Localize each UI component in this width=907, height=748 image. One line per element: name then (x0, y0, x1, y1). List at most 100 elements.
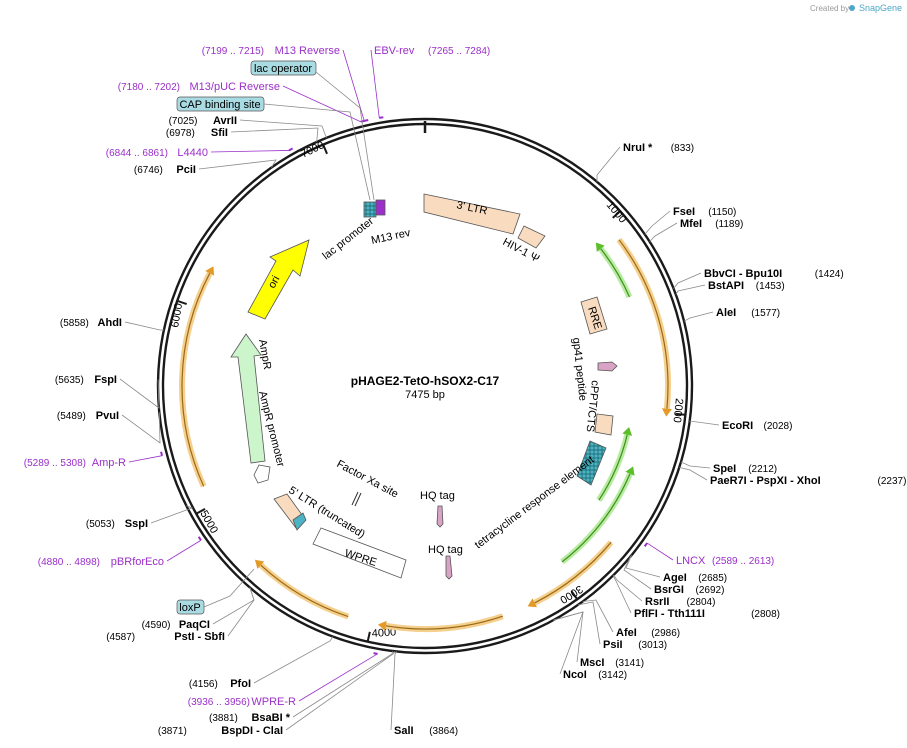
site-name: SspI (125, 518, 148, 530)
site-rsrii: RsrII(2804) (613, 574, 715, 608)
feature-hq-tag-1 (436, 505, 444, 528)
site-name: AgeI (663, 572, 687, 584)
primer-range: (7180 .. 7202) (118, 82, 180, 93)
boxed-feature-lac-operator: lac operator (250, 60, 317, 76)
credit-brand: SnapGene (859, 3, 902, 13)
head-orf3 (527, 598, 538, 608)
site-name: BspDI - ClaI (221, 725, 283, 737)
primer-lncx: LNCX(2589 .. 2613) (643, 542, 774, 567)
label-tre: tetracycline response element (473, 454, 597, 552)
site-name: PstI - SbfI (174, 631, 225, 643)
site-position: (5858) (60, 318, 89, 329)
label-lac-promoter: lac promoter (320, 215, 376, 262)
site-pcii: PciI(6746) (134, 159, 277, 176)
site-leader (623, 556, 652, 590)
site-position: (3142) (598, 670, 627, 681)
orf-green-upper (598, 246, 633, 299)
label-cppt: cPPT/CTS (584, 380, 601, 433)
site-name: SpeI (713, 463, 736, 475)
site-position: (1424) (815, 269, 844, 280)
orf-green-lower-core (561, 473, 631, 563)
site-name: EcoRI (722, 420, 753, 432)
plasmid-length: 7475 bp (405, 389, 445, 401)
site-name: PciI (176, 164, 196, 176)
site-name: BbvCI - Bpu10I (704, 268, 782, 280)
site-psii: PsiI(3013) (577, 601, 667, 651)
site-ecori: EcoRI (2028) (689, 420, 793, 432)
orf-green-lower (560, 472, 633, 565)
primer-l4440: L4440(6844 .. 6861) (106, 147, 294, 159)
site-position: (833) (671, 143, 694, 154)
orf-green-upper-core (600, 248, 630, 298)
site-position: (2237) (878, 476, 907, 487)
site-position: (2808) (751, 609, 780, 620)
site-nrui: NruI *(833) (596, 142, 694, 182)
orf-green-middle-core (598, 434, 628, 501)
primer-name: EBV-rev (374, 45, 415, 57)
site-name: AleI (716, 307, 736, 319)
site-position: (4587) (106, 632, 135, 643)
primer-range: (3936 .. 3956) (188, 697, 250, 708)
primer-annotations: M13 Reverse(7199 .. 7215)EBV-rev(7265 ..… (24, 45, 775, 708)
site-name: RsrII (645, 596, 669, 608)
feature-ampr-promoter (253, 464, 271, 484)
site-name: BsaBI * (251, 712, 290, 724)
site-position: (2028) (764, 421, 793, 432)
site-position: (5053) (86, 519, 115, 530)
primer-mark (373, 652, 378, 655)
primer-leader (128, 455, 163, 463)
svg-text:loxP: loxP (179, 602, 200, 614)
site-leader (689, 420, 720, 426)
orf-arrow-lower-left-core (260, 564, 349, 618)
snapgene-logo-icon (849, 5, 855, 11)
site-position: (5635) (55, 375, 84, 386)
site-name: PaeR7I - PspXI - XhoI (710, 475, 821, 487)
feature-rre (580, 296, 608, 335)
primer-mark (288, 147, 294, 152)
primer-leader (646, 542, 674, 561)
primer-ebv-rev: EBV-rev(7265 .. 7284) (370, 45, 490, 119)
primer-leader (370, 49, 380, 118)
site-pflfi-tth111i: PflFI - Tth111I(2808) (612, 575, 780, 620)
head-orf2 (377, 620, 387, 631)
head-orfg2 (625, 466, 635, 476)
site-position: (4156) (189, 679, 218, 690)
site-position: (2692) (696, 585, 725, 596)
svg-text:CAP binding site: CAP binding site (179, 99, 260, 111)
feature-m13-rev (375, 199, 386, 216)
site-name: MscI (580, 657, 604, 669)
site-name: PvuI (96, 410, 119, 422)
orf-arrow-bottom-left-core (385, 615, 503, 630)
site-alei: AleI(1577) (683, 307, 780, 322)
site-ncoi: NcoI(3142) (553, 611, 627, 681)
tick-label-1000: 1000 (604, 199, 629, 225)
orf-arrow-left-core (181, 273, 211, 487)
site-leader (253, 636, 334, 684)
orf-arrow-right-core (618, 239, 669, 409)
site-name: PsiI (603, 639, 623, 651)
primer-range: (5289 .. 5308) (24, 458, 86, 469)
site-position: (3864) (429, 726, 458, 737)
site-pfoi: PfoI(4156) (189, 636, 334, 690)
site-name: MfeI (680, 218, 702, 230)
feature-cppt-cts (594, 413, 614, 436)
tick-label-6000: 6000 (169, 302, 185, 328)
site-leader (679, 466, 708, 481)
primer-leader (342, 49, 365, 121)
site-position: (3881) (209, 713, 238, 724)
site-leader (582, 599, 614, 633)
site-leader (198, 159, 277, 170)
site-position: (4590) (142, 620, 171, 631)
site-name: FseI (673, 206, 695, 218)
site-sfii: SfiI(6978) (166, 127, 319, 142)
credit-text: Created by (810, 4, 849, 13)
tick-mark-6000 (176, 299, 188, 306)
site-afei: AfeI(2986) (582, 599, 680, 639)
site-mfei: MfeI(1189) (649, 218, 743, 242)
site-name: BstAPI (708, 280, 744, 292)
site-leader (683, 311, 714, 322)
label-ori: ori (266, 274, 282, 290)
site-leader (644, 210, 671, 235)
label-gp41: gp41 peptide (570, 337, 589, 402)
site-leader (596, 146, 621, 182)
